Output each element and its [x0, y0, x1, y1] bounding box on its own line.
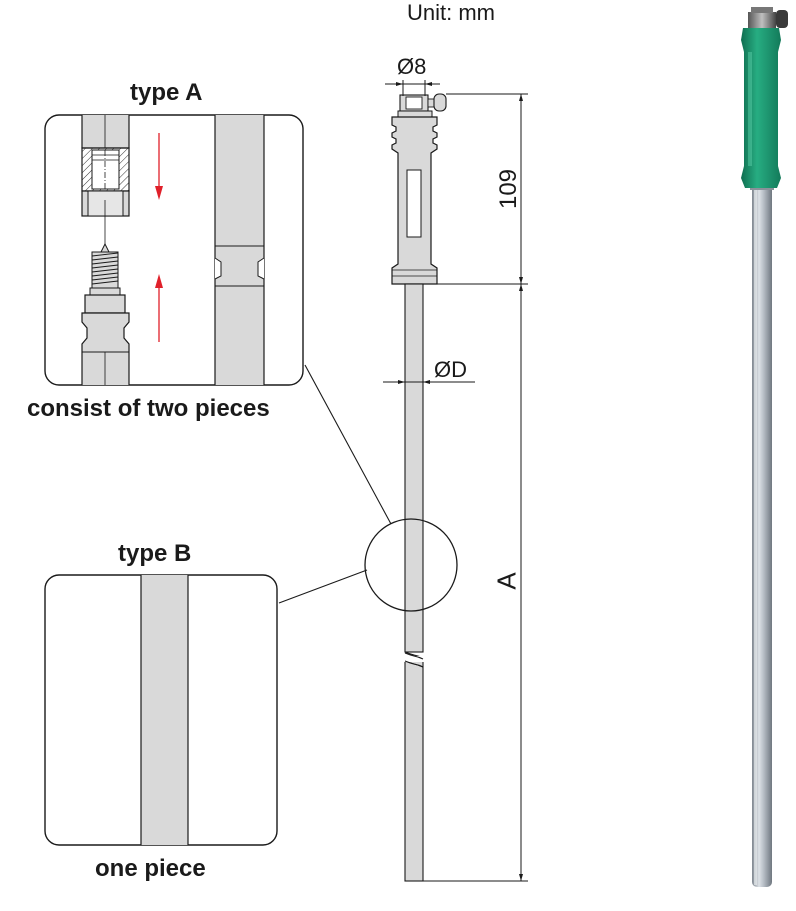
handle-length-label: 109: [495, 168, 522, 210]
head-diameter-label: Ø8: [397, 54, 427, 79]
type-a-upper-piece: [81, 115, 130, 217]
unit-label: Unit: mm: [407, 0, 495, 25]
type-a-assembled-rod: [214, 115, 265, 385]
clamp-screw: [433, 93, 447, 112]
type-b-rod: [140, 575, 189, 845]
type-b-title: type B: [118, 540, 192, 567]
type-b-leader-line: [278, 569, 368, 604]
detail-magnifier-circle: [364, 518, 458, 612]
handle: [391, 116, 438, 285]
type-b-caption: one piece: [95, 855, 206, 882]
type-a-leader-line: [304, 364, 392, 525]
photo-head: [748, 12, 776, 28]
type-b-panel: [44, 574, 278, 846]
gauge-elevation: [278, 93, 458, 882]
type-a-lower-piece: [81, 200, 130, 385]
dimension-lines: [383, 80, 528, 882]
total-length-label: A: [491, 572, 522, 590]
type-a-caption: consist of two pieces: [27, 395, 270, 422]
photo-grip: [741, 28, 781, 188]
rod: [404, 283, 424, 882]
type-a-title: type A: [130, 79, 203, 106]
rod-diameter-label: ØD: [434, 357, 467, 382]
type-a-panel: [44, 114, 304, 386]
assembly-arrows: [155, 133, 163, 342]
product-photo: [741, 7, 788, 887]
